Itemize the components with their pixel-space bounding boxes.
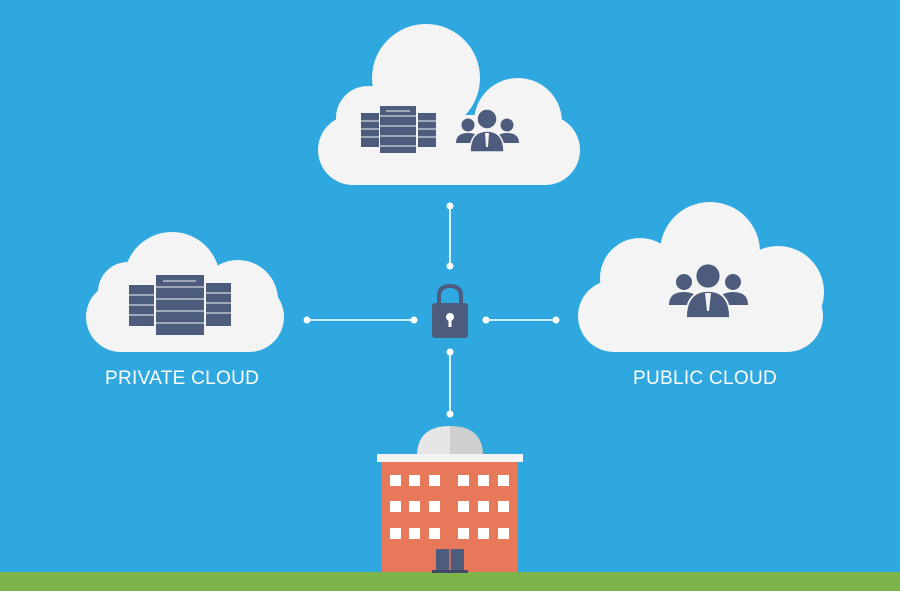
server-rack-icon: [129, 275, 231, 335]
private-cloud-label: PRIVATE CLOUD: [105, 368, 260, 389]
connector-left-node-b: [410, 316, 418, 324]
public-cloud-label: PUBLIC CLOUD: [633, 368, 778, 389]
connector-right-node-a: [482, 316, 490, 324]
building-roof: [377, 454, 523, 462]
user-group-icon: [669, 262, 748, 319]
connector-top-node-a: [446, 202, 454, 210]
server-rack-icon: [361, 106, 436, 153]
ground-strip: [0, 572, 900, 591]
connector-bottom-node-b: [446, 410, 454, 418]
padlock-icon: [432, 283, 468, 338]
connector-bottom-node-a: [446, 348, 454, 356]
building-windows: [390, 475, 509, 539]
connector-left-node-a: [303, 316, 311, 324]
connector-top-node-b: [446, 262, 454, 270]
connector-right-node-b: [552, 316, 560, 324]
building-dome-shade: [450, 426, 483, 456]
office-building-icon: [377, 426, 523, 573]
top-cloud: [318, 24, 580, 185]
building-dome: [417, 426, 450, 456]
user-group-icon: [456, 108, 519, 153]
connectors: [303, 202, 560, 418]
